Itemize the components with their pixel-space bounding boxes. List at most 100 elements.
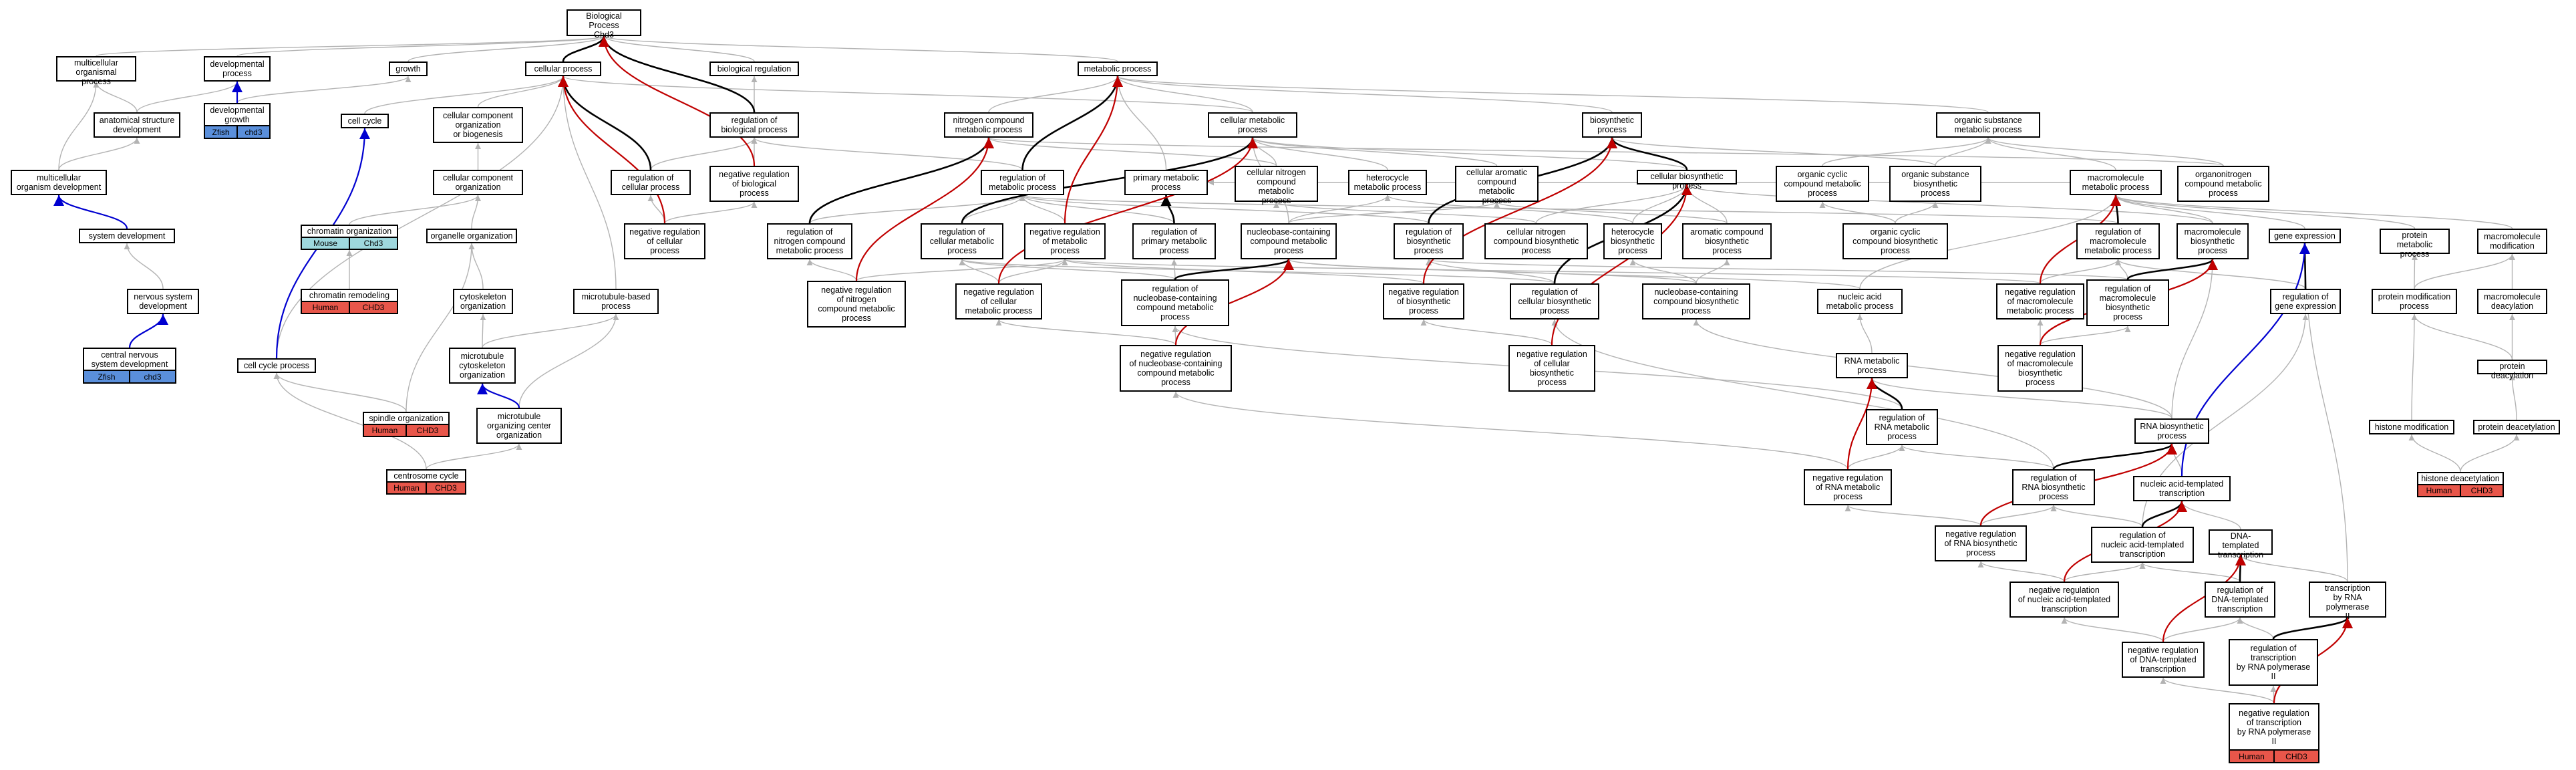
go-term-negregcbp[interactable]: negative regulation of cellular biosynth…	[1508, 345, 1595, 392]
go-term-regtrpol2[interactable]: regulation of transcription by RNA polym…	[2229, 639, 2318, 686]
go-term-namp[interactable]: nucleic acid metabolic process	[1817, 289, 1903, 314]
go-term-regmacbp[interactable]: regulation of macromolecule biosynthetic…	[2086, 279, 2169, 326]
go-term-negregncmp[interactable]: negative regulation of nitrogen compound…	[807, 281, 906, 328]
go-term-mod[interactable]: multicellular organism development	[11, 170, 107, 195]
go-term-negregtrpol2[interactable]: negative regulation of transcription by …	[2229, 703, 2319, 763]
go-term-label: regulation of cellular metabolic process	[929, 227, 995, 255]
go-term-negregmp[interactable]: negative regulation of metabolic process	[1024, 223, 1106, 259]
edge-is-a-negregtrpol2-to-negregdtt	[2160, 677, 2275, 704]
go-term-regpmp[interactable]: regulation of primary metabolic process	[1132, 223, 1216, 259]
go-term-cco[interactable]: cellular component organization	[433, 170, 523, 195]
go-term-negregbiosyn[interactable]: negative regulation of biosynthetic proc…	[1383, 283, 1464, 319]
go-term-devp[interactable]: developmental process	[204, 56, 271, 82]
go-term-trpol2[interactable]: transcription by RNA polymerase II	[2309, 582, 2386, 621]
species-tag-human: CHD3	[349, 302, 397, 313]
edge-is-a-negregmacbp-to-regmacbp	[2040, 326, 2131, 346]
go-term-negregcmp[interactable]: negative regulation of cellular metaboli…	[955, 283, 1042, 319]
go-term-negregnatt[interactable]: negative regulation of nucleic acid-temp…	[2009, 582, 2119, 618]
go-term-regbiosyn[interactable]: regulation of biosynthetic process	[1394, 223, 1464, 259]
go-term-mtco[interactable]: microtubule cytoskeleton organization	[449, 348, 516, 384]
go-term-growth[interactable]: growth	[389, 61, 428, 76]
go-term-label: regulation of cellular biosynthetic proc…	[1518, 287, 1591, 315]
go-term-cellcycle[interactable]: cell cycle	[341, 114, 389, 128]
go-term-nbcmp[interactable]: nucleobase-containing compound metabolic…	[1241, 223, 1337, 259]
go-term-metp[interactable]: metabolic process	[1078, 61, 1158, 76]
go-term-nsd[interactable]: nervous system development	[127, 289, 199, 314]
go-term-regcp[interactable]: regulation of cellular process	[611, 170, 691, 195]
go-term-rnamp[interactable]: RNA metabolic process	[1836, 353, 1908, 378]
go-term-negregcp[interactable]: negative regulation of cellular process	[624, 223, 705, 259]
go-term-bp[interactable]: Biological Process Chd3	[567, 9, 641, 39]
go-term-protmod[interactable]: protein modification process	[2372, 289, 2457, 314]
go-term-cytorg[interactable]: cytoskeleton organization	[453, 289, 513, 314]
go-term-protdeac[interactable]: protein deacylation	[2477, 360, 2547, 380]
go-term-dtt[interactable]: DNA-templated transcription	[2209, 529, 2273, 559]
go-term-negregrnamp[interactable]: negative regulation of RNA metabolic pro…	[1804, 469, 1892, 505]
go-term-ncmp[interactable]: nitrogen compound metabolic process	[944, 112, 1033, 138]
go-term-protmp[interactable]: protein metabolic process	[2380, 229, 2450, 259]
go-term-primp[interactable]: primary metabolic process	[1124, 170, 1208, 195]
go-term-negregrnabp[interactable]: negative regulation of RNA biosynthetic …	[1935, 525, 2027, 561]
go-term-regdtt[interactable]: regulation of DNA-templated transcriptio…	[2205, 582, 2275, 618]
go-term-onmp[interactable]: organonitrogen compound metabolic proces…	[2177, 166, 2269, 202]
go-term-histmod[interactable]: histone modification	[2369, 420, 2454, 434]
go-term-cbp[interactable]: cellular biosynthetic process	[1637, 170, 1737, 190]
go-term-acbp[interactable]: aromatic compound biosynthetic process	[1682, 223, 1772, 259]
go-term-rnabp[interactable]: RNA biosynthetic process	[2134, 418, 2209, 444]
go-term-ccp[interactable]: cell cycle process	[237, 358, 316, 373]
go-term-macdeac[interactable]: macromolecule deacylation	[2477, 289, 2547, 314]
go-term-mtbp[interactable]: microtubule-based process	[573, 289, 659, 314]
go-term-osbp[interactable]: organic substance biosynthetic process	[1889, 166, 1981, 202]
go-term-cncmp[interactable]: cellular nitrogen compound metabolic pro…	[1235, 166, 1318, 205]
go-term-mtoc[interactable]: microtubule organizing center organizati…	[476, 408, 562, 444]
go-term-regrnabp[interactable]: regulation of RNA biosynthetic process	[2012, 469, 2095, 505]
go-term-label: regulation of biological process	[721, 116, 788, 134]
go-term-occbp[interactable]: organic cyclic compound biosynthetic pro…	[1842, 223, 1948, 259]
go-term-asd[interactable]: anatomical structure development	[94, 112, 180, 138]
go-term-regmp[interactable]: regulation of metabolic process	[981, 170, 1064, 195]
go-term-regmacmp[interactable]: regulation of macromolecule metabolic pr…	[2076, 223, 2160, 259]
go-term-natt[interactable]: nucleic acid-templated transcription	[2133, 476, 2231, 501]
go-term-reggeneexp[interactable]: regulation of gene expression	[2270, 289, 2341, 314]
go-term-sysdev[interactable]: system development	[79, 229, 175, 243]
go-term-ccob[interactable]: cellular component organization or bioge…	[433, 107, 523, 143]
go-term-hetbp[interactable]: heterocycle biosynthetic process	[1603, 223, 1662, 259]
go-term-camp[interactable]: cellular aromatic compound metabolic pro…	[1455, 166, 1539, 205]
go-term-biosyn[interactable]: biosynthetic process	[1582, 112, 1642, 138]
go-term-protdeacyl[interactable]: protein deacetylation	[2473, 420, 2560, 434]
go-term-negregmacbp[interactable]: negative regulation of macromolecule bio…	[1997, 345, 2083, 392]
go-term-mop[interactable]: multicellular organismal process	[56, 56, 136, 86]
go-term-regncmp[interactable]: regulation of nitrogen compound metaboli…	[767, 223, 852, 259]
go-term-regnatt[interactable]: regulation of nucleic acid-templated tra…	[2091, 527, 2194, 563]
go-term-negregmacmp[interactable]: negative regulation of macromolecule met…	[1996, 283, 2084, 319]
go-term-macmp[interactable]: macromolecule metabolic process	[2070, 170, 2162, 195]
go-term-orgorg[interactable]: organelle organization	[426, 229, 517, 243]
go-term-hetmp[interactable]: heterocycle metabolic process	[1348, 170, 1427, 195]
go-term-regcbp[interactable]: regulation of cellular biosynthetic proc…	[1510, 283, 1599, 319]
go-term-regcmp[interactable]: regulation of cellular metabolic process	[921, 223, 1003, 259]
go-term-regrnamp[interactable]: regulation of RNA metabolic process	[1866, 409, 1938, 445]
go-term-breg[interactable]: biological regulation	[709, 61, 799, 76]
go-term-negregnbcmp[interactable]: negative regulation of nucleobase-contai…	[1120, 345, 1232, 392]
go-term-regbp[interactable]: regulation of biological process	[709, 112, 799, 138]
go-term-cellp[interactable]: cellular process	[525, 61, 601, 76]
go-term-macmod[interactable]: macromolecule modification	[2477, 229, 2547, 254]
go-term-geneexp[interactable]: gene expression	[2269, 229, 2341, 243]
go-term-macbp[interactable]: macromolecule biosynthetic process	[2177, 223, 2249, 259]
edge-neg-reg-negregdtt-to-dtt	[2162, 554, 2246, 642]
go-term-cncbp[interactable]: cellular nitrogen compound biosynthetic …	[1484, 223, 1588, 259]
go-term-occmp[interactable]: organic cyclic compound metabolic proces…	[1776, 166, 1869, 202]
go-term-nbcbp[interactable]: nucleobase-containing compound biosynthe…	[1642, 283, 1750, 319]
go-term-cmp[interactable]: cellular metabolic process	[1208, 112, 1297, 138]
go-term-negregdtt[interactable]: negative regulation of DNA-templated tra…	[2122, 642, 2205, 678]
go-term-regnbcmp[interactable]: regulation of nucleobase-containing comp…	[1121, 279, 1229, 326]
go-term-osmp[interactable]: organic substance metabolic process	[1936, 112, 2040, 138]
go-term-negregbp[interactable]: negative regulation of biological proces…	[709, 166, 799, 202]
